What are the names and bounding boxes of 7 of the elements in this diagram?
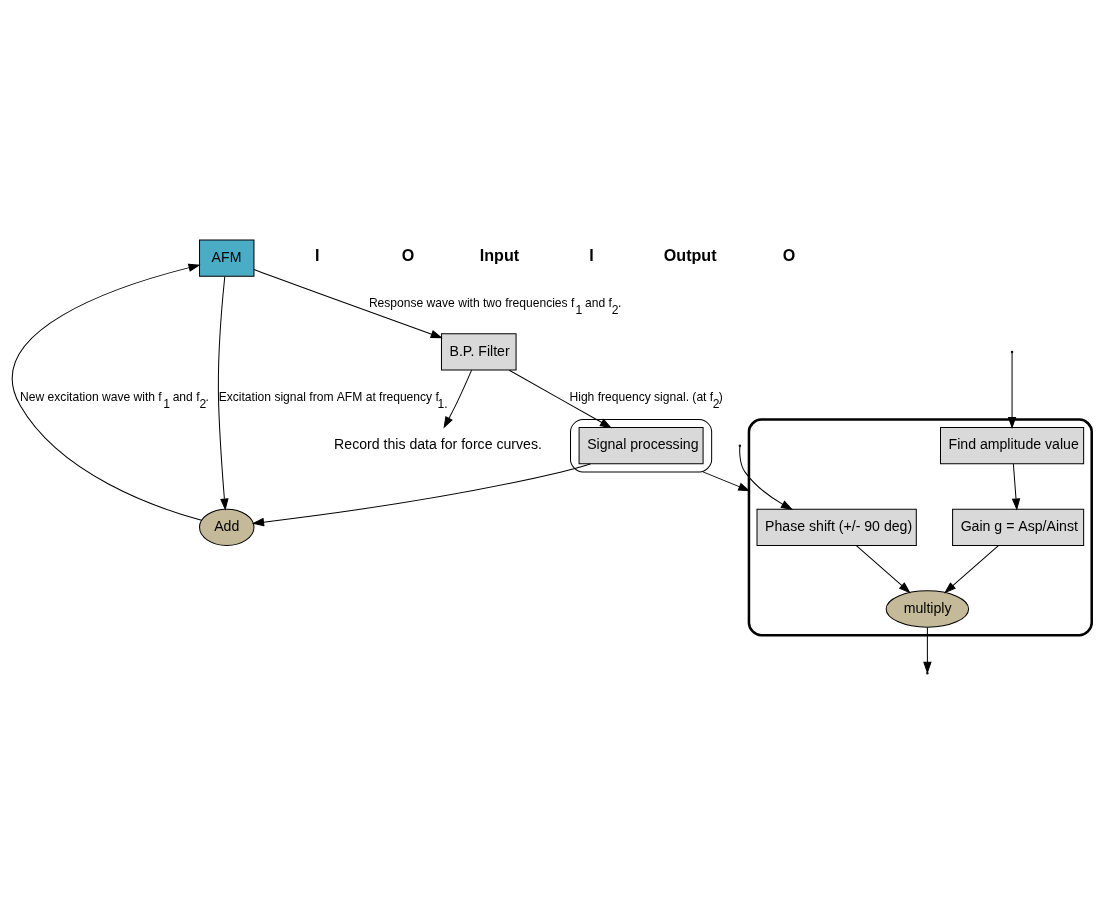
label: O xyxy=(782,245,796,264)
node-text: Record this data for force curves. xyxy=(334,435,542,452)
label: Input xyxy=(479,245,520,264)
label: Output xyxy=(663,245,717,264)
label: O xyxy=(401,245,415,264)
label: I xyxy=(589,245,594,264)
label: I xyxy=(314,245,320,264)
